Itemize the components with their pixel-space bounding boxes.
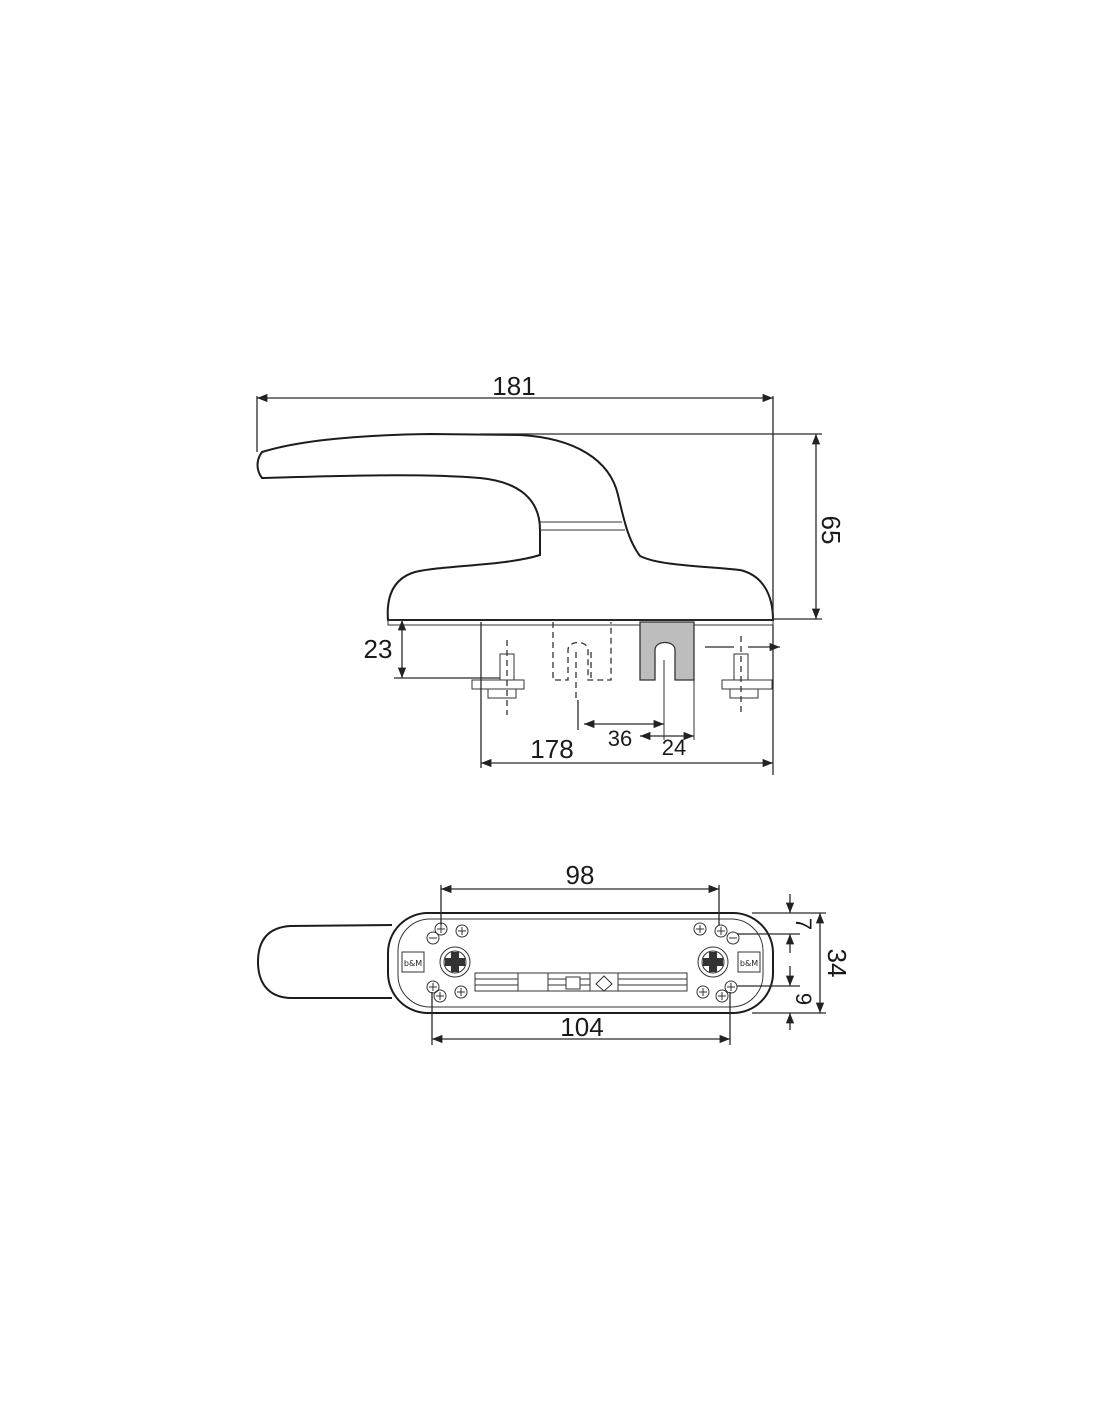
mounting-plate-inner (397, 918, 764, 1008)
handle-collar (540, 521, 625, 531)
right-screw (705, 636, 780, 715)
dim-base-height: 23 (364, 634, 393, 664)
right-cam-block (639, 621, 695, 681)
dim-hole-spacing: 98 (566, 860, 595, 890)
side-view: 181 65 23 178 36 24 (256, 371, 846, 775)
dim-spindle-span: 178 (530, 734, 573, 764)
dim-spacing-a: 36 (608, 726, 632, 751)
right-phillips-screw (697, 946, 729, 978)
dim-height: 65 (816, 516, 846, 545)
handle-lever (256, 432, 775, 621)
dim-spacing-b: 24 (662, 735, 686, 760)
left-phillips-screw (439, 946, 471, 978)
dim-offset-top: 7 (791, 918, 816, 930)
svg-text:b&M: b&M (404, 959, 422, 968)
left-cam-block (552, 622, 612, 681)
dim-overall-length: 181 (492, 371, 535, 401)
brand-badge-right: b&M (737, 951, 761, 973)
left-screw (471, 640, 525, 715)
corner-screw-holes (426, 922, 740, 1003)
spindle-slot (474, 972, 688, 992)
base-plate (387, 619, 774, 626)
svg-text:b&M: b&M (740, 959, 758, 968)
lever-stub (256, 924, 393, 999)
brand-badge-left: b&M (401, 951, 425, 973)
bottom-view: b&M b&M 98 104 34 7 9 (256, 860, 852, 1045)
dim-offset-bottom: 9 (791, 993, 816, 1005)
dim-plate-length: 104 (560, 1012, 603, 1042)
dim-plate-width: 34 (822, 949, 852, 978)
mounting-plate-outer (387, 912, 774, 1014)
